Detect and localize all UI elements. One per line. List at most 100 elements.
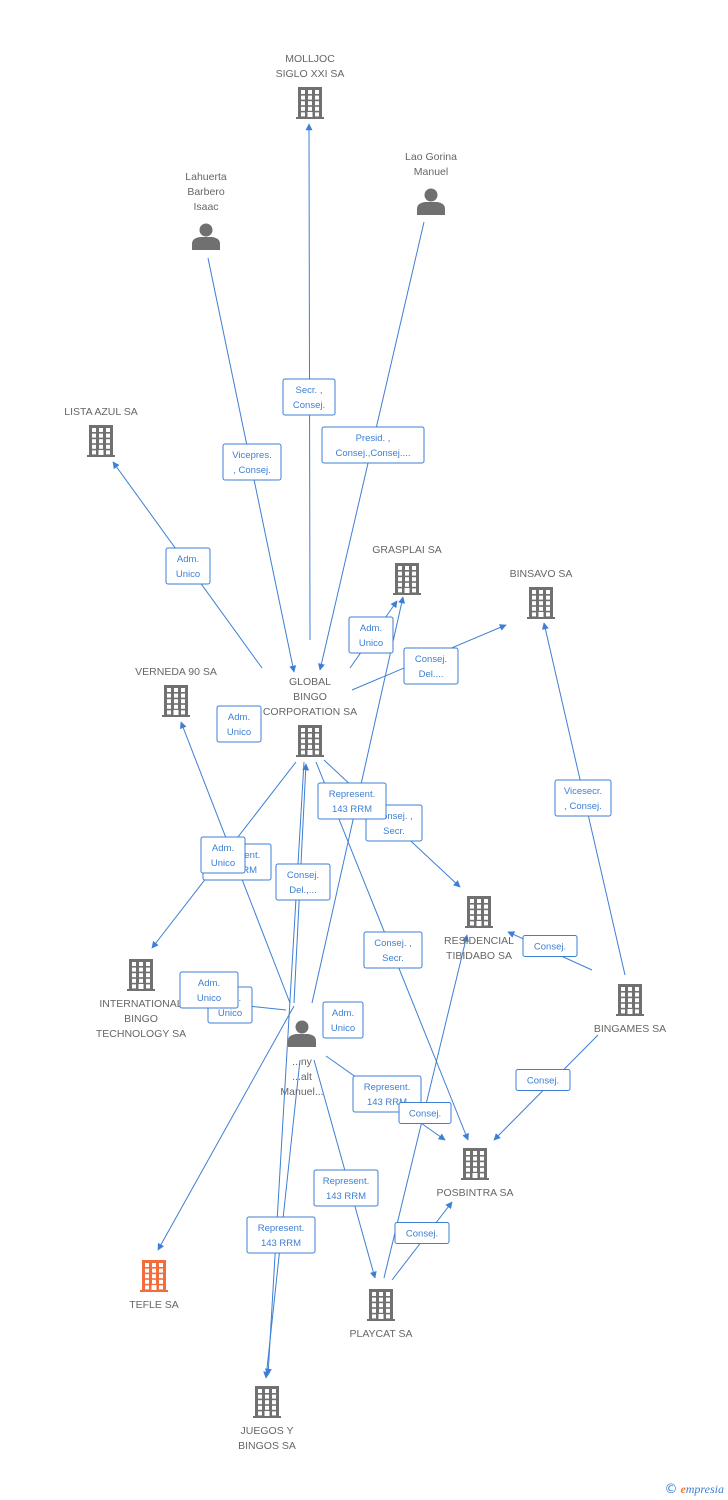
edge-label-bingames-to-binsavo[interactable]: Vicesecr., Consej. [554,779,612,817]
watermark-initial: e [680,1482,686,1496]
node-label-global: CORPORATION SA [263,706,357,718]
edge-label-bingames-to-residencial[interactable]: Consej. [522,935,578,957]
node-playcat[interactable]: PLAYCAT SA [349,1289,413,1340]
edge-label-global-to-binsavo[interactable]: Consej.Del.... [403,647,459,685]
edge-label-global-to-lista[interactable]: Adm.Unico [165,547,211,585]
node-label-center: ...ny [292,1056,313,1068]
node-label-residencial: RESIDENCIAL [444,935,514,947]
node-label-lahuerta: Barbero [187,186,225,198]
node-label-tefle: TEFLE SA [129,1299,179,1311]
edge-label-global-to-posbintra[interactable]: Consej. ,Secr. [363,931,423,969]
node-posbintra[interactable]: POSBINTRA SA [436,1148,514,1199]
edge-label-text: Adm. [228,712,250,723]
edge-label-bingames-to-posbintra[interactable]: Consej. [515,1069,571,1091]
edge-label-global-to-juegos[interactable]: Consej.Del.,... [275,863,331,901]
node-label-molljoc: MOLLJOC [285,53,335,65]
edge-label-center-to-playcat[interactable]: Represent.143 RRM [313,1169,379,1207]
edge-label-center-to-verneda[interactable]: Adm.Unico [200,836,246,874]
edge-label-text: Secr. [382,953,404,964]
edge-label-text: Adm. [212,843,234,854]
edge-label-box [363,931,423,969]
node-tefle[interactable]: TEFLE SA [129,1260,179,1311]
edge-label-box [398,1102,452,1124]
node-verneda[interactable]: VERNEDA 90 SA [135,666,217,717]
edge-label-lahuerta-to-global[interactable]: Vicepres., Consej. [222,443,282,481]
node-center[interactable]: ...ny...altManuel... [280,1020,324,1099]
edge-label-text: Secr. [383,826,405,837]
node-label-lao: Manuel [414,166,448,178]
edge-label-text: Consej. [406,1229,438,1240]
edge-label-text: Consej. , [375,811,413,822]
edge-label-text: 143 RRM [332,804,372,815]
node-label-bingames: BINGAMES SA [594,1023,666,1035]
empresia-watermark[interactable]: © empresia [664,1482,724,1497]
edge-label-text: Presid. , [356,433,391,444]
edge-label-box [200,836,246,874]
edge-label-lao-to-global[interactable]: Presid. , Consej.,Consej.... [321,426,425,464]
edge-label-box [322,1001,364,1039]
person-icon [288,1020,316,1047]
edge-label-box [317,782,387,820]
building-icon [461,1148,489,1180]
building-icon [253,1386,281,1418]
edge-label-center-to-grasplai[interactable]: Adm.Unico [322,1001,364,1039]
building-icon [367,1289,395,1321]
edge-label-text: Vicepres. [232,450,271,461]
edge-label-box [222,443,282,481]
edge-label-text: Represent. [364,1082,410,1093]
edge-label-text: Unico [359,638,383,649]
node-bingames[interactable]: BINGAMES SA [594,984,666,1035]
building-icon [296,725,324,757]
edge-label-text: Unico [218,1008,242,1019]
node-label-lahuerta: Isaac [193,201,218,213]
building-icon [465,896,493,928]
node-label-playcat: PLAYCAT SA [349,1328,412,1340]
edge-label-playcat-to-posbintra[interactable]: Consej. [394,1222,450,1244]
building-icon [527,587,555,619]
building-icon [87,425,115,457]
building-icon [393,563,421,595]
edge-label-center-to-tefle[interactable]: Adm.Unico [179,971,239,1009]
edge-label-global-to-molljoc[interactable]: Secr. ,Consej. [282,378,336,416]
edge-label-global-to-verneda[interactable]: Adm.Unico [216,705,262,743]
node-binsavo[interactable]: BINSAVO SA [510,568,573,619]
node-label-international: TECHNOLOGY SA [96,1028,186,1040]
edge-label-text: Consej.,Consej.... [336,448,411,459]
person-icon [417,188,445,215]
building-icon [127,959,155,991]
edge-center-to-playcat [313,1059,377,1279]
node-label-verneda: VERNEDA 90 SA [135,666,217,678]
edge-label-text: Represent. [329,789,375,800]
node-label-lao: Lao Gorina [405,151,457,163]
edge-label-box [313,1169,379,1207]
edge-label-playcat-to-residencial[interactable]: Consej. [398,1102,452,1124]
edge-label-box [275,863,331,901]
node-lista[interactable]: LISTA AZUL SA [64,406,138,457]
edge-label-box [522,935,578,957]
edge-label-center-to-juegos[interactable]: Represent.143 RRM [246,1216,316,1254]
building-icon [296,87,324,119]
edge-label-center-to-global[interactable]: Represent. 143 RRM [317,782,387,820]
node-label-juegos: JUEGOS Y [241,1425,294,1437]
edge-label-box [179,971,239,1009]
edge-label-text: Consej. [293,400,325,411]
node-grasplai[interactable]: GRASPLAI SA [372,544,442,595]
edge-label-text: Del.... [419,669,444,680]
building-icon [616,984,644,1016]
person-icon [192,223,220,250]
node-label-center: Manuel... [280,1086,323,1098]
node-label-lahuerta: Lahuerta [185,171,227,183]
copyright-symbol: © [664,1482,678,1497]
building-icon [140,1260,168,1292]
edge-label-global-to-grasplai[interactable]: Adm.Unico [348,616,394,654]
edge-label-text: Represent. [258,1223,304,1234]
